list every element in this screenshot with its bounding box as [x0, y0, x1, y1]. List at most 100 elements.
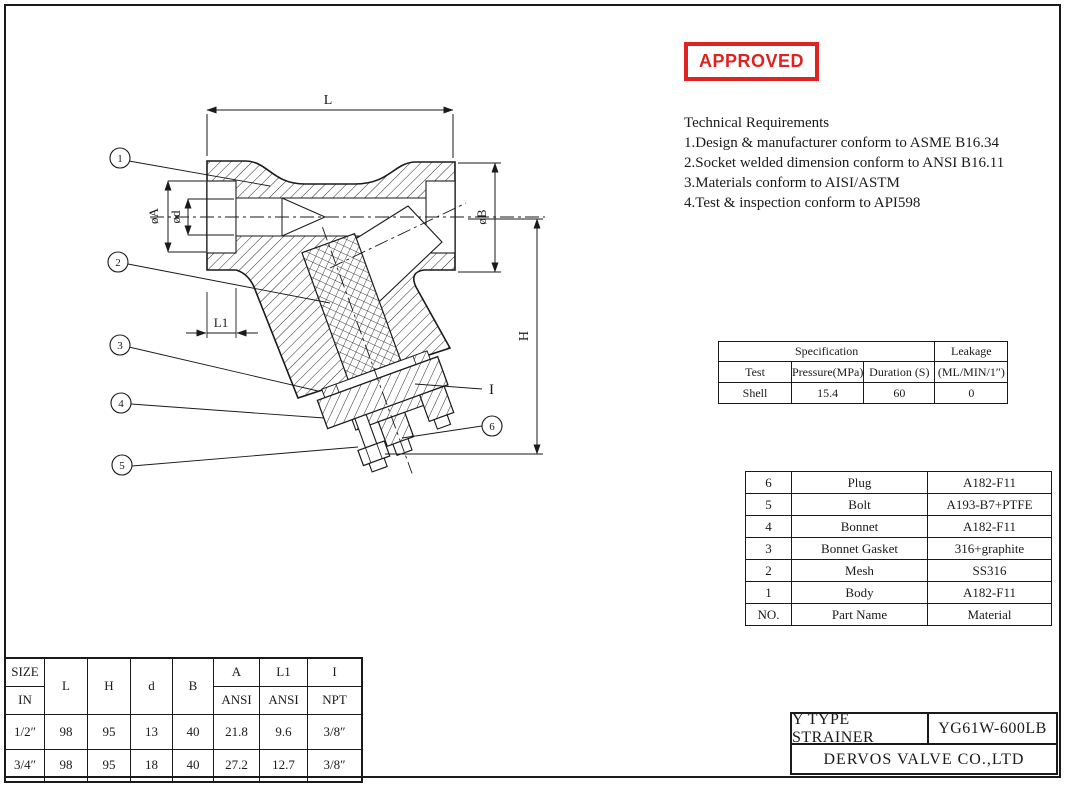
callout-balloons: 1 2 3 4 5 6: [107, 147, 503, 476]
spec-title-cell: Specification: [717, 341, 936, 362]
col-H-header: H: [87, 657, 131, 715]
valve-drawing: L øA ød øB H L1 I: [107, 93, 545, 476]
dim-row: 1/2″ 98 95 13 40 21.8 9.6 3/8″: [4, 713, 363, 750]
part-no: 3: [745, 537, 792, 560]
sheet-border: [4, 4, 1061, 778]
dim-L-label: L: [324, 93, 333, 108]
model-number: YG61W-600LB: [938, 719, 1047, 737]
col-L1-sub: ANSI: [259, 685, 308, 715]
col-A-header: A: [213, 657, 260, 687]
tech-requirement-item: 2.Socket welded dimension conform to ANS…: [684, 155, 1005, 171]
dim-d-label: ød: [168, 210, 183, 224]
tech-requirements-title: Technical Requirements: [684, 115, 830, 131]
col-L-header: L: [44, 657, 88, 715]
dim-cell: 95: [87, 748, 131, 783]
part-no: 1: [745, 581, 792, 604]
part-name: Plug: [791, 471, 928, 494]
tech-requirement-item: 4.Test & inspection conform to API598: [684, 195, 921, 211]
dim-I-leader: [414, 383, 483, 390]
part-name-header: Part Name: [791, 603, 928, 626]
part-name: Body: [791, 581, 928, 604]
dim-cell: 27.2: [213, 748, 260, 783]
parts-row: 5 Bolt A193-B7+PTFE: [745, 493, 1052, 516]
callout-3: 3: [117, 340, 123, 352]
size-header: SIZE: [4, 657, 45, 687]
dim-cell: 95: [87, 713, 131, 750]
approved-stamp: APPROVED: [684, 42, 820, 81]
part-no: 5: [745, 493, 792, 516]
callout-4: 4: [118, 398, 124, 410]
spec-cell: 15.4: [790, 382, 865, 404]
parts-row: 1 Body A182-F11: [745, 581, 1052, 604]
dim-cell: 3/4″: [4, 748, 45, 783]
spec-row-shell: Shell 15.4 60 0: [718, 382, 1009, 404]
part-name: Bonnet: [791, 515, 928, 538]
dim-cell: 98: [44, 713, 88, 750]
callout-6: 6: [489, 421, 495, 433]
col-I-sub: NPT: [307, 685, 363, 715]
parts-row: 4 Bonnet A182-F11: [745, 515, 1052, 538]
col-A-sub: ANSI: [213, 685, 260, 715]
dim-L1: [186, 288, 258, 338]
dim-cell: 98: [44, 748, 88, 783]
parts-table: 6 Plug A182-F11 5 Bolt A193-B7+PTFE 4 Bo…: [745, 471, 1052, 626]
dim-B-label: øB: [474, 209, 489, 225]
dim-A: [164, 180, 206, 253]
dim-L1-label: L1: [214, 315, 228, 330]
part-no: 2: [745, 559, 792, 582]
col-I-header: I: [307, 657, 363, 687]
col-L1-header: L1: [259, 657, 308, 687]
parts-row: 3 Bonnet Gasket 316+graphite: [745, 537, 1052, 560]
dim-A-label: øA: [146, 207, 161, 224]
dim-cell: 3/8″: [307, 748, 363, 783]
channel-centerline: [329, 202, 467, 269]
part-material: A182-F11: [927, 471, 1052, 494]
spec-cell: 0: [934, 382, 1009, 404]
part-material: SS316: [927, 559, 1052, 582]
product-name: Y TYPE STRAINER: [792, 711, 929, 746]
dim-B: [458, 162, 501, 273]
spec-col-header: Duration (S): [863, 361, 936, 383]
spec-cell: Shell: [718, 382, 792, 404]
in-header: IN: [4, 685, 45, 715]
part-name: Bolt: [791, 493, 928, 516]
drain-plug: [418, 385, 455, 430]
spec-col-header: Pressure(MPa): [790, 361, 865, 383]
part-name: Mesh: [791, 559, 928, 582]
dim-cell: 40: [172, 713, 214, 750]
dim-cell: 40: [172, 748, 214, 783]
dim-cell: 13: [130, 713, 173, 750]
dimension-table: SIZE L H d B A L1 I IN ANSI ANSI NPT 1/2…: [4, 657, 363, 783]
technical-requirements: Technical Requirements 1.Design & manufa…: [684, 113, 1066, 213]
parts-row: 6 Plug A182-F11: [745, 471, 1052, 494]
callout-leaders: [127, 160, 483, 467]
part-no: 6: [745, 471, 792, 494]
spec-col-header: Test: [718, 361, 792, 383]
spec-col-header: (ML/MIN/1″): [934, 361, 1009, 383]
part-no-header: NO.: [745, 603, 792, 626]
part-material-header: Material: [927, 603, 1052, 626]
part-name: Bonnet Gasket: [791, 537, 928, 560]
part-material: A182-F11: [927, 515, 1052, 538]
dim-row: 3/4″ 98 95 18 40 27.2 12.7 3/8″: [4, 748, 363, 783]
dim-cell: 21.8: [213, 713, 260, 750]
dim-L: [206, 106, 454, 158]
callout-5: 5: [119, 460, 125, 472]
dim-d: [184, 198, 234, 236]
dim-cell: 18: [130, 748, 173, 783]
col-d-header: d: [130, 657, 173, 715]
spec-cell: 60: [863, 382, 936, 404]
col-B-header: B: [172, 657, 214, 715]
dim-H: [385, 218, 543, 455]
dim-cell: 1/2″: [4, 713, 45, 750]
parts-row: 2 Mesh SS316: [745, 559, 1052, 582]
leakage-header-cell: Leakage: [934, 341, 1009, 362]
tech-requirement-item: 1.Design & manufacturer conform to ASME …: [684, 135, 999, 151]
dim-cell: 3/8″: [307, 713, 363, 750]
title-block: Y TYPE STRAINER YG61W-600LB DERVOS VALVE…: [790, 711, 1058, 775]
dim-cell: 12.7: [259, 748, 308, 783]
spec-table: Specification Leakage Test Pressure(MPa)…: [717, 341, 1009, 404]
part-material: A193-B7+PTFE: [927, 493, 1052, 516]
part-material: A182-F11: [927, 581, 1052, 604]
callout-2: 2: [115, 257, 121, 269]
